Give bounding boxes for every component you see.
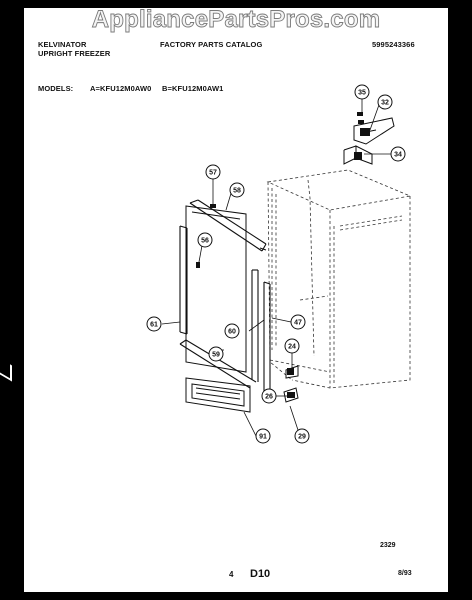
callout-58-circle bbox=[229, 182, 245, 198]
callout-56-circle bbox=[197, 232, 213, 248]
part-58-top-gasket bbox=[189, 199, 267, 252]
callout-59: 59 bbox=[212, 352, 220, 359]
callout-47-circle bbox=[290, 314, 306, 330]
revision-date: 8/93 bbox=[398, 570, 412, 577]
parts-sheet bbox=[24, 8, 448, 592]
part-61-left-gasket bbox=[179, 225, 188, 335]
part-91-grille bbox=[185, 377, 251, 413]
callout-34-circle bbox=[390, 146, 406, 162]
catalog-number: 5995243366 bbox=[372, 40, 415, 49]
callout-47: 47 bbox=[294, 320, 302, 327]
freezer-cabinet-outline bbox=[266, 169, 412, 389]
part-35-screw-a bbox=[357, 112, 363, 116]
drawing-number: 2329 bbox=[380, 542, 396, 549]
callout-35-circle bbox=[354, 84, 370, 100]
part-32-top-hinge-fill bbox=[360, 128, 370, 136]
model-a: A=KFU12M0AW0 bbox=[90, 84, 152, 93]
models-label: MODELS: bbox=[38, 84, 74, 93]
callout-26: 26 bbox=[265, 394, 273, 401]
part-24-bottom-hinge-fill bbox=[287, 368, 294, 375]
part-32-top-hinge bbox=[343, 117, 395, 165]
part-60-right-gasket bbox=[251, 269, 271, 395]
callout-61-circle bbox=[146, 316, 162, 332]
part-57-screw bbox=[210, 204, 216, 208]
callout-57: 57 bbox=[209, 170, 217, 177]
section-code: D10 bbox=[250, 568, 271, 580]
callout-58: 58 bbox=[233, 188, 241, 195]
part-34-bracket-fill bbox=[354, 152, 362, 160]
callout-56: 56 bbox=[201, 238, 209, 245]
product-type: UPRIGHT FREEZER bbox=[38, 49, 111, 58]
callout-24-circle bbox=[284, 338, 300, 354]
callout-29-circle bbox=[294, 428, 310, 444]
callout-59-circle bbox=[208, 346, 224, 362]
callout-26-circle bbox=[261, 388, 277, 404]
callout-91-circle bbox=[255, 428, 271, 444]
callout-35: 35 bbox=[358, 90, 366, 97]
page-number: 4 bbox=[229, 570, 234, 579]
part-59-bottom-gasket bbox=[179, 339, 257, 389]
callout-32-circle bbox=[377, 94, 393, 110]
callout-60: 60 bbox=[228, 329, 236, 336]
part-24-bottom-hinge bbox=[285, 365, 299, 379]
part-26-hinge-pin-fill bbox=[287, 392, 295, 398]
brand-name: KELVINATOR bbox=[38, 40, 87, 49]
callout-24: 24 bbox=[288, 344, 296, 351]
callout-34: 34 bbox=[394, 152, 402, 159]
part-35-screw-b bbox=[358, 120, 364, 124]
callout-57-circle bbox=[205, 164, 221, 180]
part-56-screw bbox=[196, 262, 200, 268]
model-b: B=KFU12M0AW1 bbox=[162, 84, 224, 93]
callout-32: 32 bbox=[381, 100, 389, 107]
catalog-title: FACTORY PARTS CATALOG bbox=[160, 40, 263, 49]
callout-29: 29 bbox=[298, 434, 306, 441]
callout-61: 61 bbox=[150, 322, 158, 329]
callout-60-circle bbox=[224, 323, 240, 339]
callout-91: 91 bbox=[259, 434, 267, 441]
part-26-hinge-pin bbox=[283, 387, 299, 403]
